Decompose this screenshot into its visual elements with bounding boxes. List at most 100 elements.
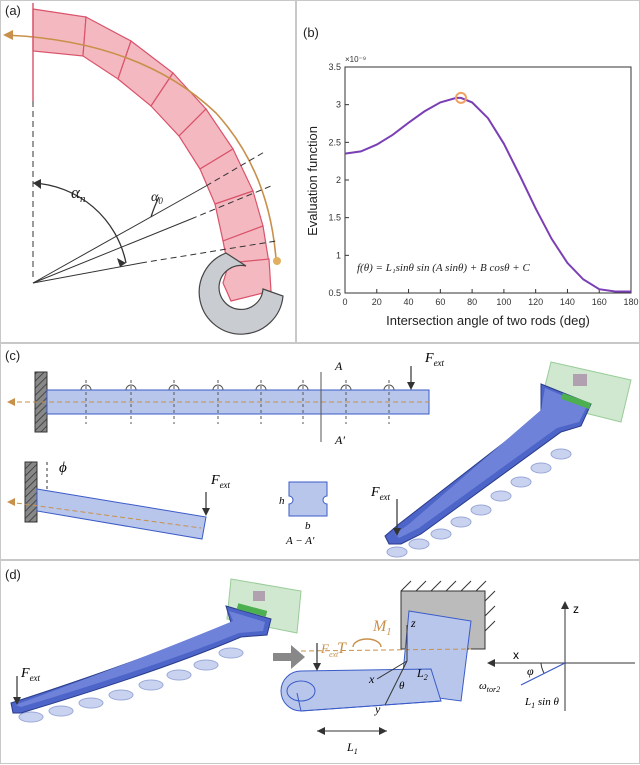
- panel-b: (b) 0.5 1 1.5 2 2.5 3 3.5 0 20 40 60 80 100 120 140 16…: [296, 0, 640, 343]
- svg-text:Fext: Fext: [210, 473, 231, 490]
- l1sin-label: L: [524, 696, 531, 708]
- svg-text:Fext: Fext: [20, 666, 41, 683]
- alpha-0-symbol: α: [151, 190, 159, 205]
- curved-arm: [10, 578, 302, 723]
- x-tick-label: 0: [342, 297, 347, 307]
- radial-line-3: [32, 262, 142, 284]
- svg-text:L2: L2: [416, 666, 428, 682]
- y-axis-label: Evaluation function: [305, 126, 320, 236]
- evaluation-chart: 0.5 1 1.5 2 2.5 3 3.5 0 20 40 60 80 100 120 140 160 180…: [305, 55, 639, 328]
- phi-label: ϕ: [59, 460, 67, 476]
- panel-c-label: (c): [5, 348, 21, 363]
- panel-c: (c) A A′ Fext: [0, 343, 640, 560]
- x-tick-label: 80: [467, 297, 477, 307]
- exponent-label: ×10⁻⁹: [345, 55, 366, 64]
- segment-tip: [222, 258, 272, 302]
- x-tick-label: 120: [528, 297, 543, 307]
- l2-sub: 2: [424, 673, 428, 682]
- section-A-label: A: [334, 359, 343, 373]
- panel-d-label: (d): [5, 567, 21, 582]
- svg-text:M1: M1: [372, 618, 391, 638]
- y-axis-model: y: [374, 702, 381, 716]
- f-ext-top-sub: ext: [434, 358, 445, 368]
- x-axis-model: x: [368, 672, 375, 686]
- omega-label: ω: [479, 680, 487, 692]
- y-tick-label: 3: [336, 100, 341, 110]
- alpha-0-arc: [150, 196, 160, 218]
- peak-marker: [454, 91, 467, 104]
- l1sin-suffix: sin θ: [535, 696, 559, 708]
- x-tick-label: 100: [496, 297, 511, 307]
- x-tick-label: 60: [435, 297, 445, 307]
- m1-label: M: [372, 618, 388, 635]
- f-ext-tilted: F: [210, 473, 220, 488]
- l1-label: L: [346, 740, 354, 754]
- alpha-n-sub: n: [80, 193, 86, 205]
- f-ext-3d-sub: ext: [380, 492, 391, 502]
- x-axis-right: x: [513, 648, 519, 662]
- tendon-line: [4, 34, 277, 260]
- tendon-arrow-top: [7, 398, 15, 406]
- x-tick-label: 40: [404, 297, 414, 307]
- f-ext-3d: F: [370, 485, 380, 500]
- z-axis-model: z: [410, 616, 416, 630]
- svg-text:L1: L1: [346, 740, 358, 756]
- x-tick-label: 180: [623, 297, 638, 307]
- rod-schematic: A A′ Fext ϕ Fext h b A − A′: [7, 351, 632, 558]
- y-tick-label: 1: [336, 250, 341, 260]
- torsion-schematic: Fext Fext M1 T z x y θ L1 L2: [10, 578, 635, 756]
- svg-text:αn: αn: [71, 183, 86, 205]
- f-ext-model: F: [320, 641, 330, 656]
- y-tick-label: 0.5: [328, 288, 341, 298]
- f-ext-model-sub: ext: [329, 650, 339, 659]
- x-tick-label: 140: [560, 297, 575, 307]
- y-tick-label: 2.5: [328, 137, 341, 147]
- wall-bottom: [24, 461, 38, 523]
- svg-text:L1 sin θ: L1 sin θ: [524, 696, 559, 710]
- f-ext-top: F: [424, 351, 434, 366]
- y-tick-label: 3.5: [328, 62, 341, 72]
- h-label: h: [279, 495, 285, 507]
- l1sin-sub: 1: [531, 701, 535, 710]
- svg-text:Fext: Fext: [320, 641, 339, 659]
- f-ext-tilted-sub: ext: [220, 480, 231, 490]
- radial-line-2: [32, 218, 192, 284]
- panel-a: (a) αn: [0, 0, 296, 343]
- f-ext-curved: F: [20, 666, 30, 681]
- theta-label: θ: [399, 680, 405, 692]
- alpha-0-sub: 0: [158, 196, 163, 206]
- plot-area: [344, 66, 632, 294]
- f-ext-curved-sub: ext: [30, 673, 41, 683]
- section-A-prime-label: A′: [334, 433, 345, 447]
- tendon-anchor: [273, 257, 281, 265]
- l1-sub: 1: [354, 747, 358, 756]
- y-tick-label: 1.5: [328, 213, 341, 223]
- rod-tilted: [36, 488, 207, 540]
- tendon-arrow: [3, 30, 13, 40]
- x-tick-label: 160: [592, 297, 607, 307]
- omega-sub: tor2: [487, 685, 500, 694]
- svg-text:Fext: Fext: [370, 485, 391, 502]
- alpha-n-arc: [32, 182, 127, 264]
- svg-text:ωtor2: ωtor2: [479, 680, 500, 694]
- equation-label: f(θ) = L₁sinθ sin (A sinθ) + B cosθ + C: [357, 262, 530, 274]
- b-label: b: [305, 520, 311, 532]
- panel-a-label: (a): [5, 3, 21, 18]
- l2-label: L: [416, 666, 424, 680]
- m1-sub: 1: [386, 627, 391, 638]
- z-axis-right: z: [573, 602, 579, 616]
- panel-b-label: (b): [303, 25, 319, 40]
- x-axis-label: Intersection angle of two rods (deg): [386, 313, 590, 328]
- y-tick-label: 2: [336, 175, 341, 185]
- panel-d: (d) Fext: [0, 560, 640, 764]
- cross-section: [288, 481, 328, 517]
- x-tick-label: 20: [372, 297, 382, 307]
- transition-arrow: [273, 645, 305, 669]
- svg-text:α0: α0: [151, 190, 163, 206]
- varphi-label: φ: [527, 664, 534, 678]
- svg-text:Fext: Fext: [424, 351, 445, 368]
- segmented-arc-diagram: αn α0: [3, 3, 284, 335]
- hook-shape: [198, 252, 284, 335]
- series-line: [344, 96, 631, 293]
- robot-arm-3d: [384, 361, 632, 558]
